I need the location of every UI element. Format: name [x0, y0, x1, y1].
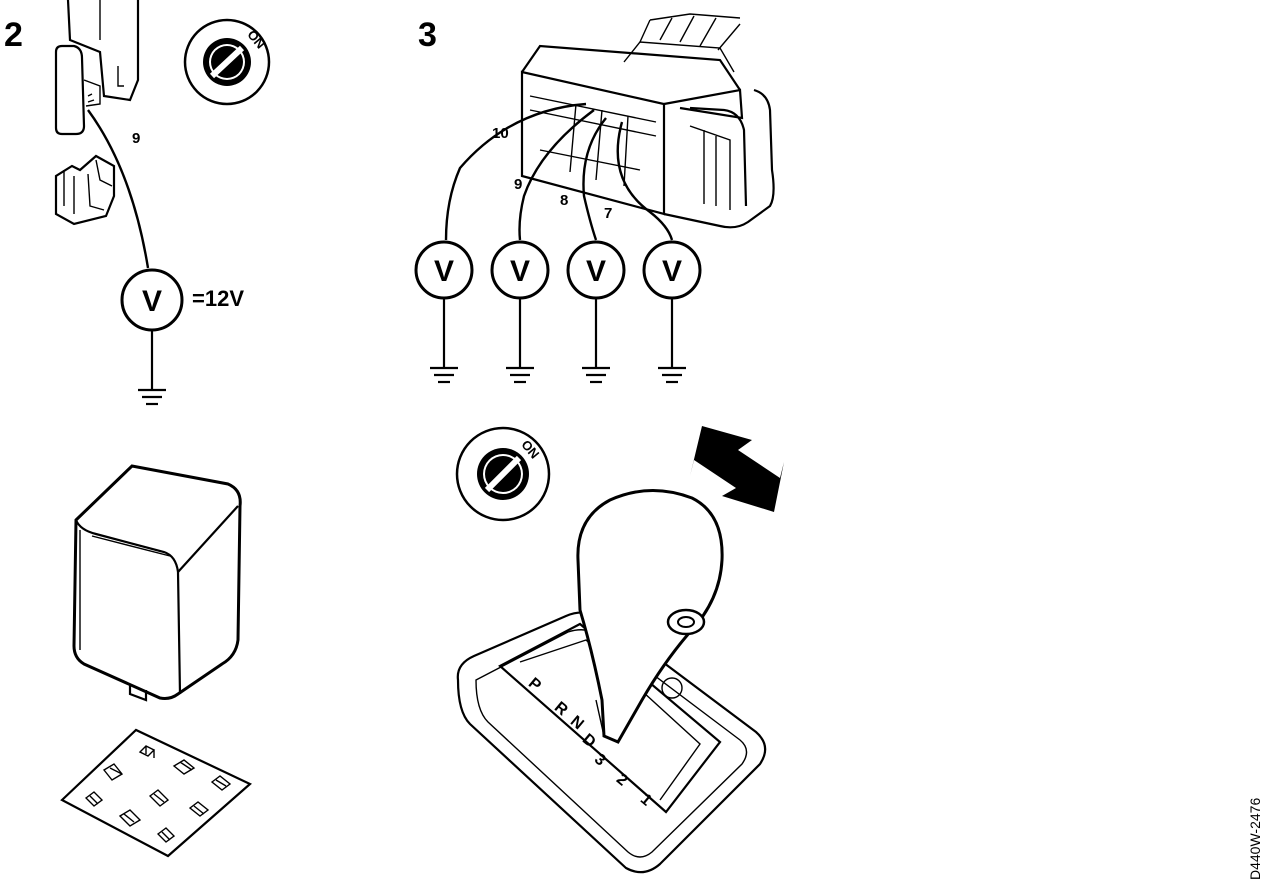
relay-terminal-clip [54, 154, 116, 226]
panel3-pin-7: 7 [604, 205, 612, 222]
panel3-voltmeter-symbol: V [510, 255, 530, 288]
relay-pin-diagram [60, 728, 252, 858]
shift-lever [576, 489, 724, 744]
panel3-voltmeter-symbol: V [434, 255, 454, 288]
double-arrow-icon [690, 426, 784, 512]
panel3-lead-7 [616, 121, 674, 241]
figure-code: D440W-2476 [1247, 798, 1263, 880]
gear-selector-connector [520, 13, 775, 229]
panel3-lead-8 [582, 117, 607, 241]
panel2-pin-label: 9 [132, 130, 140, 147]
panel3-voltmeter-symbol: V [586, 255, 606, 288]
panel3-lead-9 [518, 109, 595, 241]
panel2-voltmeter-symbol: V [142, 285, 162, 318]
step-number-2: 2 [4, 16, 23, 54]
panel3-voltmeter-symbol: V [662, 255, 682, 288]
panel2-voltmeter-icon: V [120, 268, 184, 332]
panel3-voltmeter-icon-8: V [566, 240, 626, 384]
panel3-pin-8: 8 [560, 192, 568, 209]
relay-socket-connector [54, 0, 140, 136]
gear-2: 2 [613, 771, 631, 790]
panel2-ground-icon [138, 330, 166, 406]
panel3-pin-9: 9 [514, 176, 522, 193]
panel3-voltmeter-icon-7: V [642, 240, 702, 384]
gear-r: R [551, 699, 571, 720]
voltage-reading: =12V [192, 286, 244, 311]
panel3-voltmeter-icon-9: V [490, 240, 550, 384]
panel3-lead-10 [444, 102, 587, 241]
relay [72, 464, 242, 702]
panel3-voltmeter-icon-10: V [414, 240, 474, 384]
panel3-ignition-switch-icon: ON [455, 426, 551, 522]
panel2-probe-lead [87, 109, 150, 269]
step-number-3: 3 [418, 16, 437, 54]
panel2-ignition-switch-icon: ON [183, 18, 271, 106]
gear-n: N [567, 713, 587, 733]
gear-d: D [579, 731, 599, 751]
